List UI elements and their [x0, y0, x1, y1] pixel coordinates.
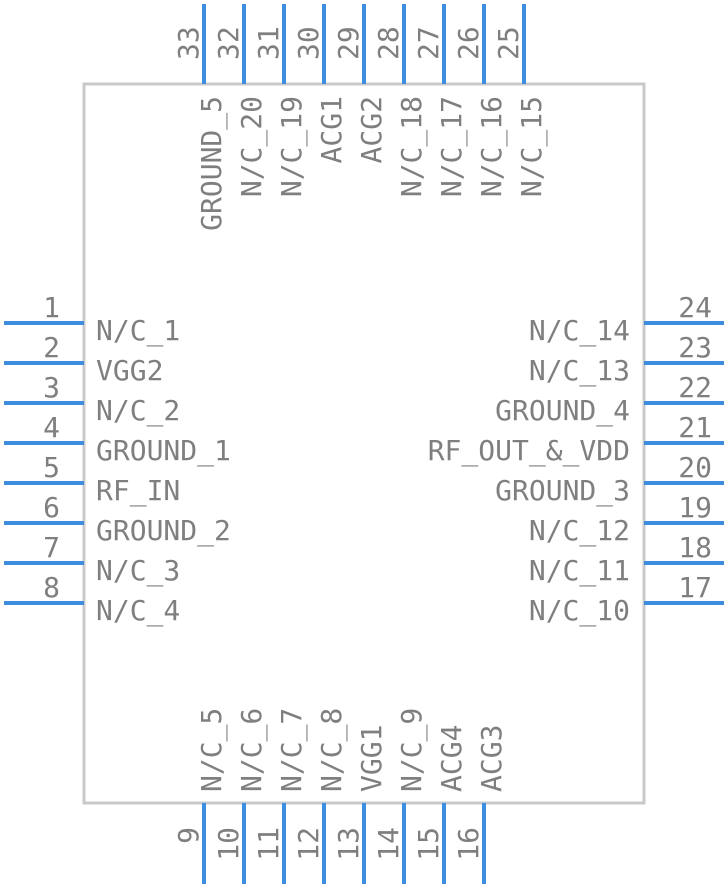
- pin-label-ground-3: GROUND_3: [495, 474, 630, 508]
- pin-label-n-c-2: N/C_2: [96, 394, 180, 428]
- pin-31-number: 31: [252, 26, 285, 60]
- pin-label-n-c-8: N/C_8: [315, 708, 349, 792]
- pin-label-ground-5: GROUND_5: [195, 96, 229, 231]
- pin-26-number: 26: [452, 26, 485, 60]
- pin-label-vgg1: VGG1: [355, 725, 388, 792]
- pin-label-n-c-16: N/C_16: [475, 96, 509, 197]
- pin-10-number: 10: [212, 827, 245, 861]
- pin-label-n-c-19: N/C_19: [275, 96, 309, 197]
- pin-21-number: 21: [678, 411, 712, 444]
- pin-9-number: 9: [172, 827, 205, 844]
- pin-8-number: 8: [43, 571, 60, 604]
- pin-16-number: 16: [452, 827, 485, 861]
- pin-label-n-c-13: N/C_13: [529, 354, 630, 388]
- pin-32-number: 32: [212, 26, 245, 60]
- pin-15-number: 15: [412, 827, 445, 861]
- pin-label-rf-in: RF_IN: [96, 474, 180, 508]
- pin-18-number: 18: [678, 531, 712, 564]
- pin-4-number: 4: [43, 411, 60, 444]
- pin-label-rf-out-vdd: RF_OUT_&_VDD: [428, 434, 630, 468]
- pin-1-number: 1: [43, 291, 60, 324]
- pin-30-number: 30: [292, 26, 325, 60]
- pin-23-number: 23: [678, 331, 712, 364]
- pin-label-n-c-14: N/C_14: [529, 314, 630, 348]
- pin-7-number: 7: [43, 531, 60, 564]
- pin-33-number: 33: [172, 26, 205, 60]
- pin-13-number: 13: [332, 827, 365, 861]
- pin-label-ground-1: GROUND_1: [96, 434, 231, 468]
- pin-2-number: 2: [43, 331, 60, 364]
- pin-17-number: 17: [678, 571, 712, 604]
- pin-label-n-c-1: N/C_1: [96, 314, 180, 348]
- pin-5-number: 5: [43, 451, 60, 484]
- pin-label-acg3: ACG3: [475, 725, 508, 792]
- pin-24-number: 24: [678, 291, 712, 324]
- pin-12-number: 12: [292, 827, 325, 861]
- pin-label-n-c-6: N/C_6: [235, 708, 269, 792]
- pin-6-number: 6: [43, 491, 60, 524]
- pin-label-n-c-4: N/C_4: [96, 594, 180, 628]
- pin-group: 1N/C_12VGG23N/C_24GROUND_15RF_IN6GROUND_…: [4, 4, 724, 884]
- pin-label-n-c-10: N/C_10: [529, 594, 630, 628]
- pin-label-acg1: ACG1: [315, 96, 348, 163]
- pin-label-n-c-9: N/C_9: [395, 708, 429, 792]
- pin-29-number: 29: [332, 26, 365, 60]
- pin-label-n-c-15: N/C_15: [515, 96, 549, 197]
- pin-20-number: 20: [678, 451, 712, 484]
- pin-label-n-c-5: N/C_5: [195, 708, 229, 792]
- pin-label-acg2: ACG2: [355, 96, 388, 163]
- pin-label-n-c-3: N/C_3: [96, 554, 180, 588]
- pin-label-n-c-20: N/C_20: [235, 96, 269, 197]
- pin-label-acg4: ACG4: [435, 725, 468, 792]
- pin-22-number: 22: [678, 371, 712, 404]
- pin-label-n-c-18: N/C_18: [395, 96, 429, 197]
- pin-label-ground-4: GROUND_4: [495, 394, 630, 428]
- pin-label-n-c-11: N/C_11: [529, 554, 630, 588]
- pin-label-n-c-7: N/C_7: [275, 708, 309, 792]
- pin-3-number: 3: [43, 371, 60, 404]
- pin-19-number: 19: [678, 491, 712, 524]
- component-body: [82, 82, 646, 805]
- pin-28-number: 28: [372, 26, 405, 60]
- pin-label-vgg2: VGG2: [96, 354, 163, 387]
- pin-27-number: 27: [412, 26, 445, 60]
- pin-label-n-c-12: N/C_12: [529, 514, 630, 548]
- pin-label-n-c-17: N/C_17: [435, 96, 469, 197]
- pin-11-number: 11: [252, 827, 285, 861]
- pin-label-ground-2: GROUND_2: [96, 514, 231, 548]
- pin-14-number: 14: [372, 827, 405, 861]
- pin-25-number: 25: [492, 26, 525, 60]
